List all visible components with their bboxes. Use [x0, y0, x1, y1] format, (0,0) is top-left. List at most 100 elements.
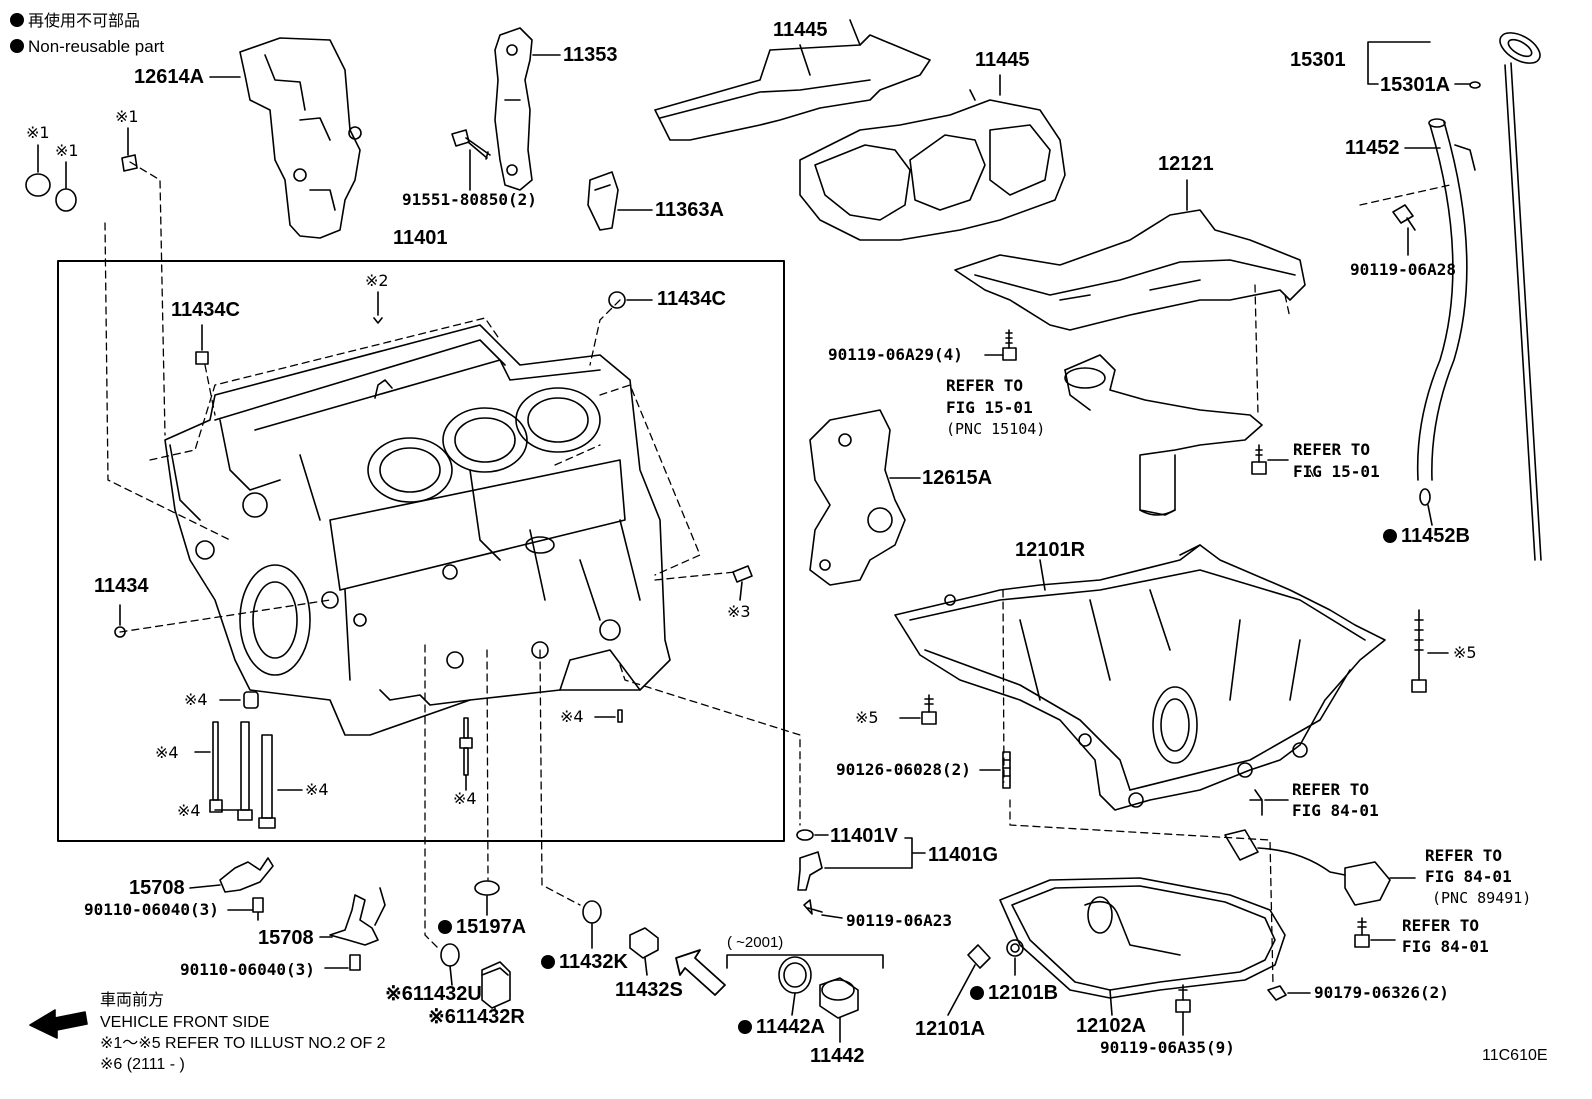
- leader-11432U: [449, 965, 453, 986]
- dipstick-15301-drawing: [1499, 32, 1542, 561]
- label-11401: 11401: [393, 227, 448, 249]
- bolt-mark4-center-drawing: [459, 717, 473, 776]
- cap-mark1-left: [25, 173, 51, 197]
- pin-mark4-right: [617, 709, 623, 723]
- bolt-refer-84-01-drawing: [1354, 917, 1370, 948]
- plug-11434: [114, 626, 126, 638]
- label-12101B: 12101B: [970, 983, 1058, 1003]
- legend-en-text: Non-reusable part: [28, 37, 165, 56]
- label-11445-ring: 11445: [975, 49, 1030, 71]
- non-reusable-dot-icon: [970, 986, 984, 1000]
- plug-11432R-drawing: [481, 961, 511, 1009]
- gasket-11445-upper-drawing: [654, 19, 931, 141]
- label-15197A-text: 15197A: [456, 916, 527, 938]
- bolt-mark5-right-drawing: [1411, 609, 1427, 693]
- plug-11432S-drawing: [629, 927, 659, 959]
- nut-90179: [1267, 985, 1287, 1001]
- refer-2-line2: FIG 15-01: [1293, 462, 1380, 481]
- guide-11452-drawing: [1416, 118, 1476, 481]
- o-ring-11452B: [1419, 488, 1431, 506]
- refer-4-line2: FIG 84-01: [1425, 867, 1512, 886]
- mark4-a: ※4: [184, 690, 208, 709]
- label-90119-06A23: 90119-06A23: [846, 911, 952, 930]
- label-12101B-text: 12101B: [988, 982, 1059, 1004]
- gasket-12101B-inner: [1010, 943, 1020, 953]
- bolts-mark4-drawing: [209, 721, 276, 829]
- label-11445-upper: 11445: [773, 19, 828, 41]
- leader-12101R: [1039, 559, 1046, 591]
- o-ring-15301A: [1469, 81, 1481, 89]
- label-11442A-text: 11442A: [756, 1016, 825, 1038]
- date-range: ( ~2001): [727, 934, 784, 951]
- refer-3-line2: FIG 84-01: [1292, 801, 1379, 820]
- legend-en: Non-reusable part: [10, 38, 164, 55]
- label-90110-b: 90110-06040(3): [180, 960, 315, 979]
- leader-12101A: [947, 964, 976, 1016]
- label-11452B: 11452B: [1383, 526, 1470, 546]
- label-11432U: ※611432U: [385, 984, 482, 1004]
- refer-5-line2: FIG 84-01: [1402, 937, 1489, 956]
- mark4-c: ※4: [177, 801, 201, 820]
- non-reusable-dot-icon: [541, 955, 555, 969]
- label-11434C-right: 11434C: [657, 288, 726, 310]
- label-15197A: 15197A: [438, 917, 526, 937]
- bolt-90110-b: [349, 954, 361, 971]
- drain-plug-12101A-drawing: [967, 944, 991, 969]
- pin-mark2: [373, 317, 383, 324]
- label-11432U-text: 11432U: [412, 983, 482, 1005]
- mark2: ※2: [365, 271, 389, 290]
- date-range-bracket: [726, 954, 884, 969]
- gasket-12101B: [1006, 939, 1024, 957]
- plate-11353-drawing: [494, 27, 533, 191]
- oil-pan-12102A-drawing: [999, 877, 1286, 999]
- refer-1-line3: (PNC 15104): [946, 420, 1046, 438]
- leader-90119-06A23: [821, 914, 843, 919]
- refer-4-line1: REFER TO: [1425, 846, 1503, 865]
- part-11363A-drawing: [587, 171, 619, 231]
- non-reusable-dot-icon: [438, 920, 452, 934]
- label-11434C-left: 11434C: [171, 299, 240, 321]
- plug-mark1-top: [121, 154, 138, 172]
- non-reusable-dot-icon: [10, 39, 24, 53]
- bracket-12614A-drawing: [239, 37, 362, 239]
- cylinder-block-drawing: [164, 324, 671, 736]
- plug-11434C-left: [195, 351, 209, 365]
- label-11452B-text: 11452B: [1401, 525, 1470, 547]
- label-11401G: 11401G: [928, 844, 999, 866]
- figure-id: 11C610E: [1482, 1047, 1548, 1064]
- label-90119-06A35: 90119-06A35(9): [1100, 1038, 1235, 1057]
- direction-arrow-outline: [675, 949, 726, 996]
- refer-2-line1: REFER TO: [1293, 440, 1371, 459]
- label-12102A: 12102A: [1076, 1015, 1147, 1037]
- refer-4-line3: (PNC 89491): [1432, 889, 1532, 907]
- nozzle-15708-b-drawing: [329, 887, 386, 946]
- gasket-15197A: [474, 880, 500, 896]
- label-90110-a: 90110-06040(3): [84, 900, 219, 919]
- screw-90119-06A23: [803, 899, 823, 915]
- vehicle-front-arrow: [29, 1009, 88, 1039]
- mark1-a: ※1: [26, 123, 50, 142]
- mark4-f: ※4: [453, 789, 477, 808]
- footer-note-2: ※6 (2111 - ): [100, 1056, 185, 1073]
- oil-pan-12101R-drawing: [894, 544, 1386, 811]
- o-ring-11401V: [796, 829, 814, 841]
- label-90179: 90179-06326(2): [1314, 983, 1449, 1002]
- bolt-mark5-left-drawing: [921, 694, 937, 725]
- label-91551: 91551-80850(2): [402, 190, 537, 209]
- engine-block-frame: [57, 260, 785, 842]
- refer-1-line2: FIG 15-01: [946, 398, 1033, 417]
- bolt-90119-06A28-drawing: [1392, 204, 1416, 231]
- legend-jp-text: 再使用不可部品: [28, 11, 141, 30]
- label-12615A: 12615A: [922, 467, 993, 489]
- label-11353: 11353: [563, 44, 618, 66]
- label-11432S: 11432S: [615, 979, 683, 1001]
- gasket-11445-ring-drawing: [799, 89, 1066, 241]
- bolt-90110-a: [252, 897, 264, 921]
- mark6-a: ※6: [385, 983, 413, 1005]
- label-90119-06A29: 90119-06A29(4): [828, 345, 963, 364]
- label-11452: 11452: [1345, 137, 1400, 159]
- refer-1-line1: REFER TO: [946, 376, 1024, 395]
- vehicle-front-jp: 車両前方: [100, 990, 165, 1009]
